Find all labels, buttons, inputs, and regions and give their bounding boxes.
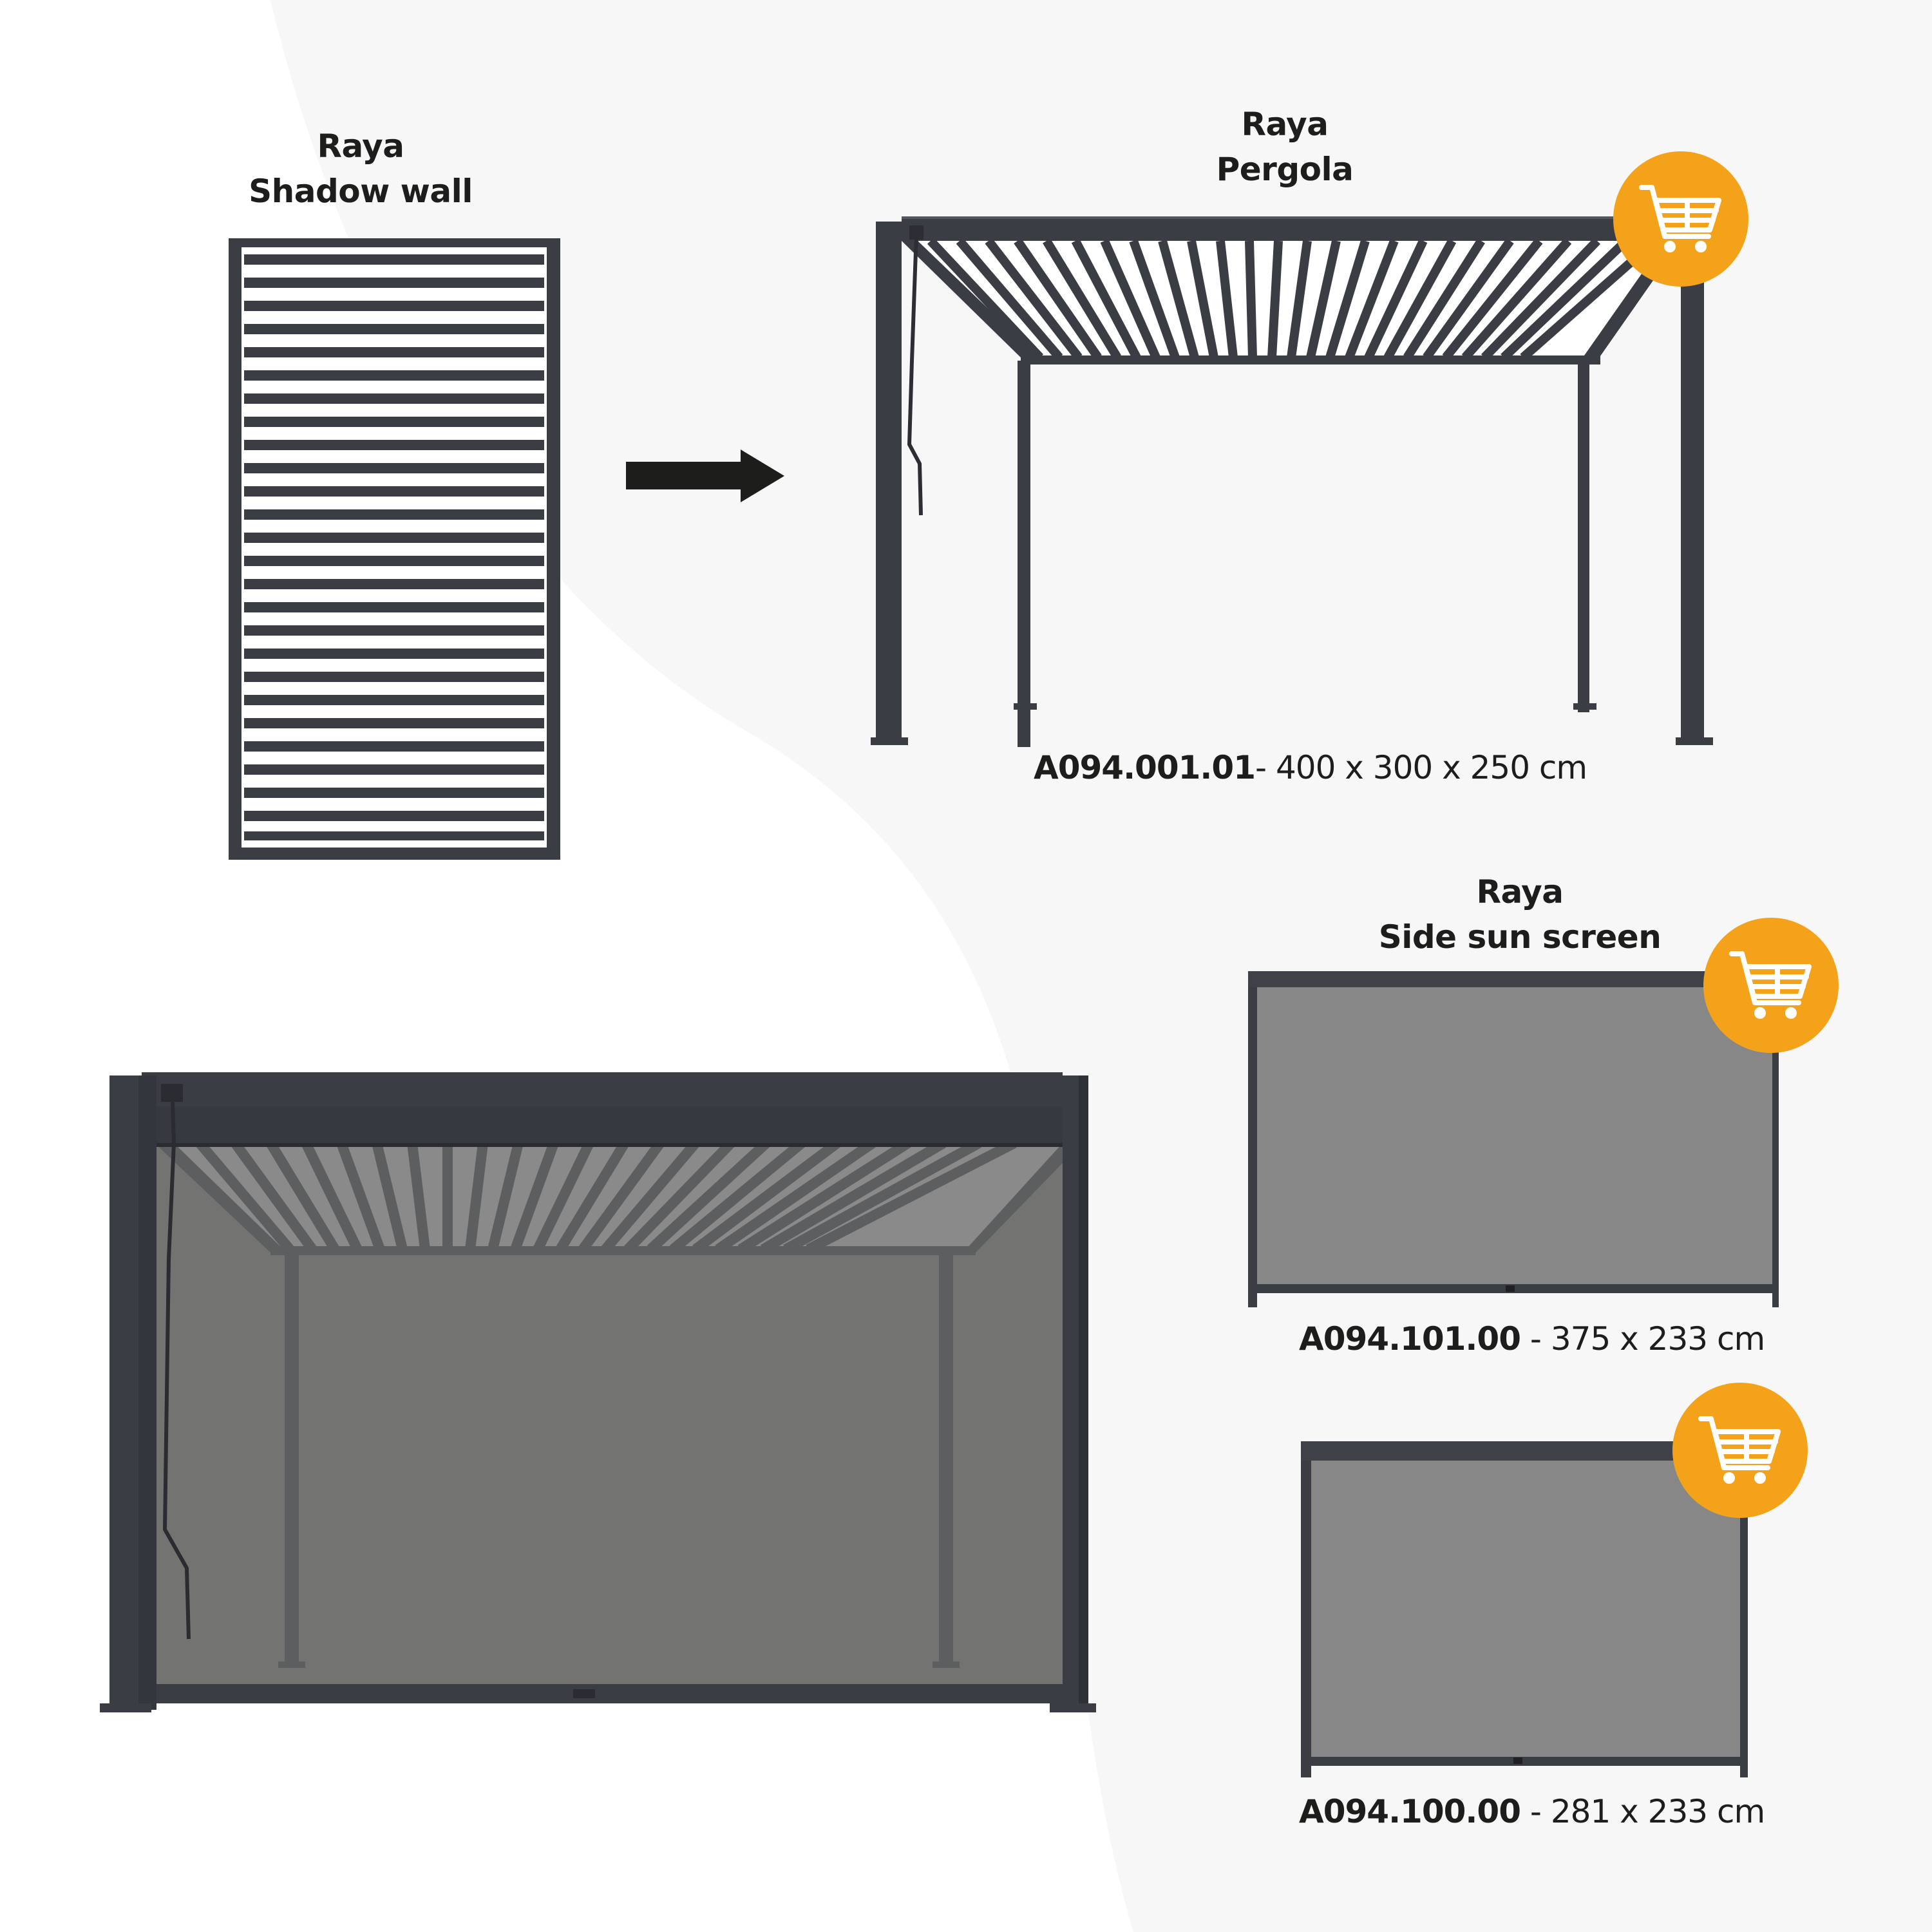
shadow-wall-title-line1: Raya <box>317 128 404 165</box>
shopping-cart-icon <box>1729 951 1812 1019</box>
side-sun-screen-281-image <box>1301 1441 1752 1777</box>
side-sun-screen-title: Raya Side sun screen <box>1359 869 1681 960</box>
side-screen-375-sku: A094.101.00 <box>1299 1320 1521 1358</box>
pergola-title: Raya Pergola <box>1133 102 1436 192</box>
side-screen-281-sku-line: A094.100.00 - 281 x 233 cm <box>1299 1792 1765 1831</box>
arrow-right-icon <box>626 450 784 502</box>
pergola-dimensions: - 400 x 300 x 250 cm <box>1255 749 1587 786</box>
side-screen-281-add-to-cart-button[interactable] <box>1672 1383 1808 1518</box>
side-screen-281-sku: A094.100.00 <box>1299 1793 1521 1830</box>
pergola-title-line2: Pergola <box>1216 151 1354 188</box>
shopping-cart-icon <box>1639 185 1721 252</box>
shadow-wall-title: Raya Shadow wall <box>213 124 509 214</box>
shopping-cart-icon <box>1698 1416 1781 1484</box>
pergola-title-line1: Raya <box>1241 106 1329 143</box>
side-screen-375-dimensions: - 375 x 233 cm <box>1520 1320 1765 1358</box>
shadow-wall-title-line2: Shadow wall <box>249 173 473 210</box>
side-sun-screen-375-image <box>1248 971 1786 1307</box>
pergola-add-to-cart-button[interactable] <box>1613 151 1748 287</box>
pergola-with-screen-image <box>100 1072 1096 1712</box>
shadow-wall-image <box>229 238 560 860</box>
side-screen-375-sku-line: A094.101.00 - 375 x 233 cm <box>1299 1320 1765 1358</box>
side-sun-screen-title-line1: Raya <box>1476 873 1564 911</box>
pergola-image <box>871 216 1713 747</box>
side-screen-281-dimensions: - 281 x 233 cm <box>1520 1793 1765 1830</box>
pergola-sku-line: A094.001.01- 400 x 300 x 250 cm <box>1034 748 1587 787</box>
side-sun-screen-title-line2: Side sun screen <box>1378 918 1662 956</box>
side-screen-375-add-to-cart-button[interactable] <box>1703 918 1839 1053</box>
pergola-sku: A094.001.01 <box>1034 749 1256 786</box>
